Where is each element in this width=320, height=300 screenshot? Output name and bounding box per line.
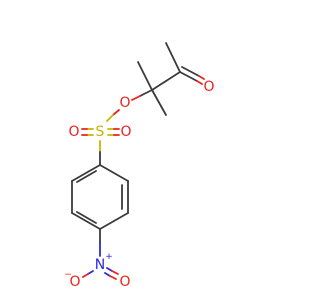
bond-n-o-left-a <box>87 270 94 275</box>
bond-acetyl-methyl <box>165 42 181 73</box>
nitro-oxygen-right-label: O <box>119 274 130 290</box>
bond-c-oester-a <box>139 89 153 97</box>
ring-bond-1 <box>99 164 129 182</box>
bond-n-o-left-b <box>82 273 89 278</box>
sulfonyl-oxygen-right-label: O <box>120 124 131 140</box>
bond-o-s-a <box>112 109 120 116</box>
oxygen-charge: − <box>64 270 72 280</box>
bond-ketone-1a <box>179 71 198 82</box>
bond-c-carbonyl <box>151 71 181 91</box>
bond-n-o-right-1a <box>106 267 113 272</box>
bond-methyl-down <box>151 89 167 116</box>
structure-svg: O O S O O N + O − O <box>64 42 215 290</box>
bond-n-o-right-2b <box>109 275 117 280</box>
ester-oxygen-label: O <box>119 95 130 111</box>
ring-bond-6 <box>71 164 101 182</box>
nitro-oxygen-left-label: O <box>69 274 80 290</box>
ring-bond-4 <box>71 212 101 230</box>
ring-double-2 <box>76 211 97 224</box>
nitro-nitrogen-label: N <box>95 257 105 273</box>
ring-bond-3 <box>99 212 129 230</box>
bond-n-o-right-1b <box>111 270 119 275</box>
ketone-oxygen-label: O <box>203 79 214 95</box>
sulfur-label: S <box>96 124 105 140</box>
nitrogen-charge: + <box>105 252 113 262</box>
bond-methyl-left <box>137 61 153 91</box>
ring-double-3 <box>76 170 97 183</box>
bond-c-oester-b <box>131 95 141 101</box>
sulfonyl-oxygen-left-label: O <box>68 124 79 140</box>
bond-n-o-right-2a <box>104 272 111 277</box>
bond-ketone-1b <box>196 80 203 85</box>
molecule-canvas: O O S O O N + O − O <box>64 42 215 290</box>
bond-ketone-2b <box>198 75 205 80</box>
bond-ketone-2a <box>181 66 200 77</box>
bond-o-s-b <box>106 114 114 122</box>
